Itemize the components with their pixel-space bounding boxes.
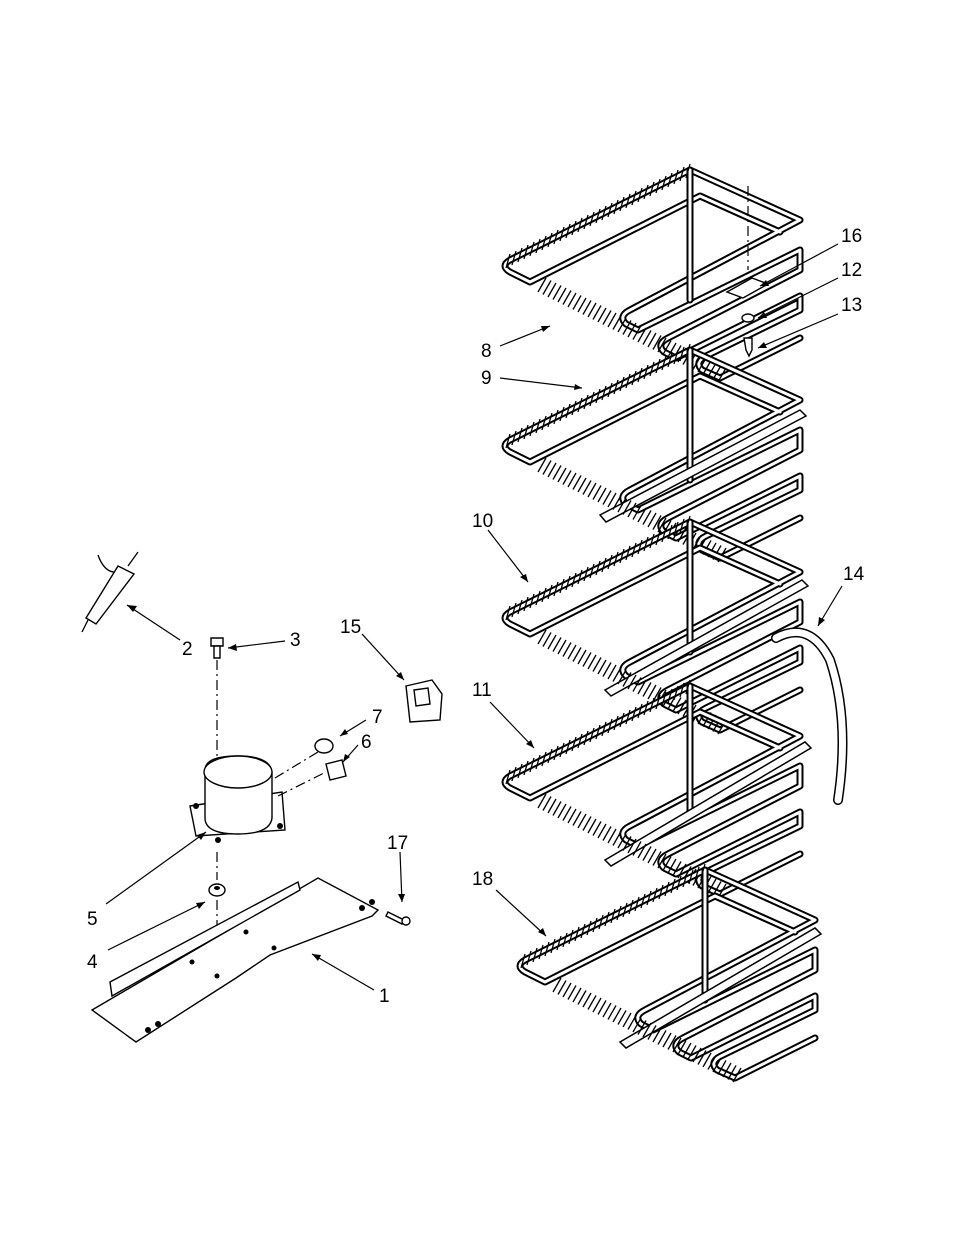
callout-10: 10 [472, 511, 493, 532]
screw-17 [386, 912, 410, 925]
overload-7 [315, 739, 333, 753]
callout-11: 11 [472, 680, 492, 701]
grommet-4 [209, 884, 225, 896]
callout-7: 7 [372, 707, 383, 728]
callout-13: 13 [841, 295, 862, 316]
evaporator-shelf-8 [505, 164, 800, 382]
callout-12: 12 [841, 260, 862, 281]
evaporator-shelf-18 [520, 864, 821, 1082]
callout-8: 8 [481, 341, 492, 362]
evaporator-shelf-11 [505, 680, 811, 898]
sensor-2 [82, 552, 138, 632]
bolt-3 [211, 638, 223, 658]
callout-4: 4 [87, 952, 98, 973]
callout-6: 6 [361, 732, 372, 753]
callout-9: 9 [481, 368, 492, 389]
relay-cover-15 [406, 680, 442, 722]
callout-5: 5 [87, 909, 98, 930]
evaporator-shelf-9 [505, 344, 806, 562]
washer-12 [742, 314, 754, 322]
callout-17: 17 [387, 833, 408, 854]
compressor-5 [190, 756, 285, 843]
screw-13 [744, 338, 752, 356]
callout-18: 18 [472, 869, 493, 890]
callout-3: 3 [290, 630, 301, 651]
callout-2: 2 [182, 639, 193, 660]
callout-14: 14 [843, 564, 865, 585]
callout-1: 1 [379, 986, 390, 1007]
base-plate-1 [92, 878, 378, 1042]
callout-15: 15 [340, 617, 361, 638]
callout-16: 16 [841, 226, 862, 247]
relay-6 [326, 760, 346, 780]
